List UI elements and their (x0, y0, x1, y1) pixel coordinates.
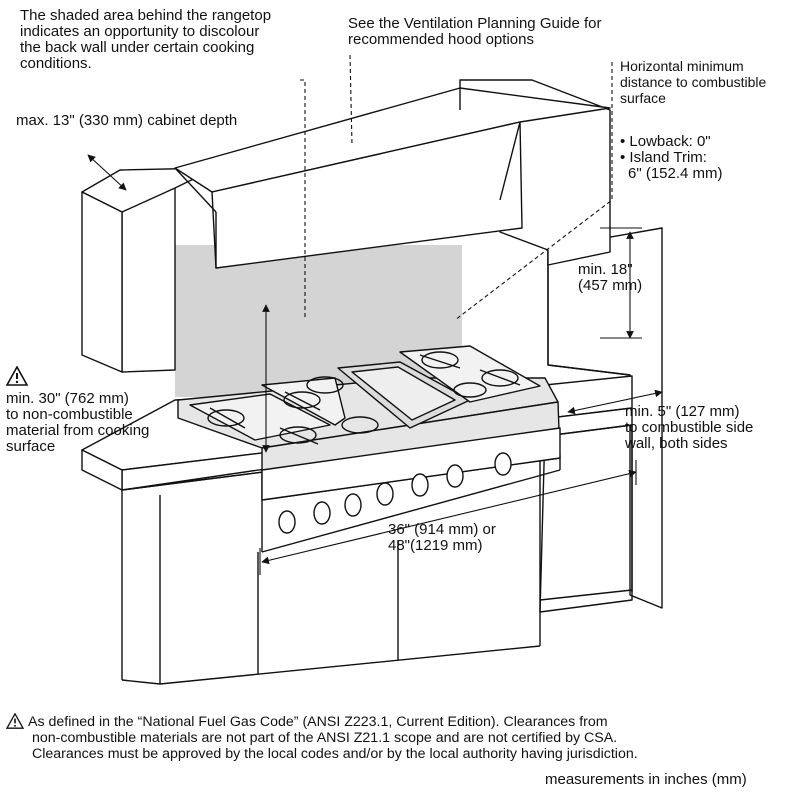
warning-triangle-icon (6, 713, 24, 729)
knob (446, 464, 464, 488)
min-5-line: min. 5" (127 mm) (625, 403, 740, 420)
knob (411, 473, 429, 497)
min-5-label: min. 5" (127 mm) to combustible side wal… (625, 404, 753, 452)
min-18-line: (457 mm) (578, 277, 643, 294)
cabinet-depth-label: max. 13" (330 mm) cabinet depth (16, 112, 238, 129)
horizontal-min-line: Horizontal minimum (620, 58, 744, 74)
footnote-line: As defined in the “National Fuel Gas Cod… (28, 714, 608, 730)
griddle (337, 361, 471, 429)
ventilation-leader (349, 54, 353, 146)
ventilation-note: See the Ventilation Planning Guide for r… (348, 16, 602, 48)
back-wall (547, 248, 631, 376)
min-18-line: min. 18" (578, 261, 633, 278)
island-trim-line: 6" (152.4 mm) (628, 165, 723, 182)
min-30-line: min. 30" (762 mm) (6, 390, 129, 407)
clearance-options: • Lowback: 0" • Island Trim: 6" (152.4 m… (620, 134, 723, 182)
shaded-area-line: the back wall under certain cooking (20, 39, 255, 56)
width-dimension (261, 469, 637, 565)
shaded-area-line: conditions. (20, 55, 92, 72)
knob (344, 493, 362, 517)
warning-triangle-icon (6, 366, 28, 386)
min-5-line: wall, both sides (625, 435, 728, 452)
horizontal-min-line: distance to combustible (620, 74, 767, 90)
knob (278, 510, 296, 534)
min-30-line: to non-combustible (6, 406, 133, 423)
shaded-area-line: indicates an opportunity to discolour (20, 23, 260, 40)
horizontal-min-line: surface (620, 90, 666, 106)
min-30-label: min. 30" (762 mm) to non-combustible mat… (6, 366, 149, 455)
knob (313, 501, 331, 525)
burner-grates-right (399, 345, 541, 403)
min-30-line: surface (6, 438, 56, 455)
min-30-line: material from cooking (6, 422, 150, 439)
ventilation-line: See the Ventilation Planning Guide for (348, 15, 602, 32)
left-wall-cabinet (81, 167, 217, 373)
knob (494, 452, 512, 476)
footnote-line: non-combustible materials are not part o… (32, 730, 618, 746)
knob (376, 482, 394, 506)
range-hood (174, 87, 611, 269)
horizontal-min-note: Horizontal minimum distance to combustib… (620, 58, 766, 106)
footnote: As defined in the “National Fuel Gas Cod… (6, 713, 796, 762)
island-trim-line: • Island Trim: (620, 149, 707, 166)
width-line: 36" (914 mm) or (388, 521, 496, 538)
units-note: measurements in inches (mm) (545, 771, 747, 788)
horizontal-min-leader (454, 62, 613, 321)
shaded-area-note: The shaded area behind the rangetop indi… (20, 8, 271, 72)
footnote-line: Clearances must be approved by the local… (32, 746, 638, 762)
cabinet-depth-dimension (87, 154, 127, 191)
min-18-label: min. 18" (457 mm) (578, 262, 642, 294)
shaded-area-line: The shaded area behind the rangetop (20, 7, 272, 24)
shaded-area-leader (300, 79, 306, 318)
width-label: 36" (914 mm) or 48"(1219 mm) (388, 522, 496, 554)
min-5-dimension (567, 389, 663, 415)
min-5-line: to combustible side (625, 419, 754, 436)
ventilation-line: recommended hood options (348, 31, 534, 48)
width-line: 48"(1219 mm) (388, 537, 483, 554)
lowback-text: • Lowback: 0" (620, 133, 711, 150)
burner-grates-left (189, 376, 379, 445)
